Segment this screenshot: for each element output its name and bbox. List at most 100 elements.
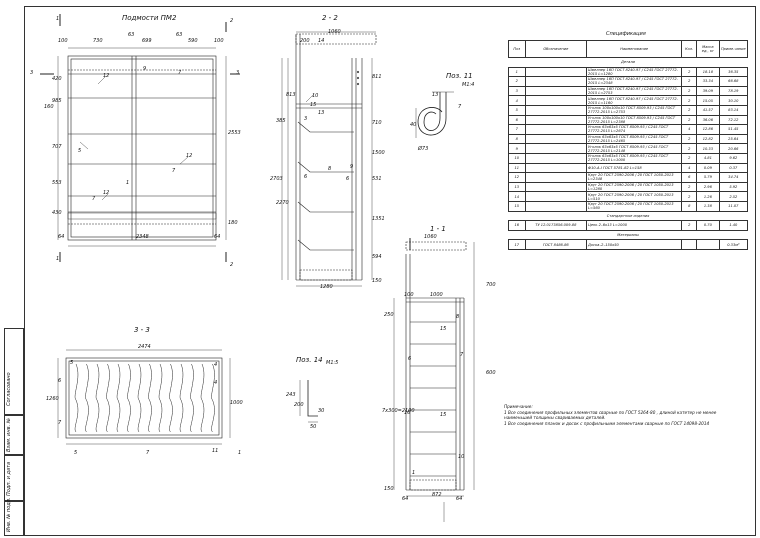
- spec-cell-note: 83.14: [718, 104, 749, 116]
- spec-section-row: Детали: [508, 57, 748, 68]
- main-dim-side: 160: [44, 104, 54, 110]
- spec-profile-type: Круг: [588, 202, 599, 207]
- s33-callout-7a: 7: [58, 420, 62, 426]
- spec-cell-designation: [524, 85, 588, 97]
- main-dim-top-5: 590: [188, 38, 198, 44]
- spec-item-name: 16П ГОСТ 8240-97 / С245 ГОСТ 27772-2015 …: [588, 96, 678, 105]
- spec-cell-mass: 36.06: [696, 114, 720, 126]
- s22-dim-left-1: 2270: [276, 200, 289, 206]
- main-callout-7a: 7: [178, 70, 182, 76]
- s33-callout-4b: 4: [214, 380, 218, 386]
- s11-dim-right-0: 700: [486, 282, 496, 288]
- main-dim-top-1: 730: [93, 38, 103, 44]
- spec-section-label: Стандартные изделия: [508, 210, 748, 222]
- main-dim-top-3: 699: [142, 38, 152, 44]
- spec-profile-type: Уголок: [588, 115, 603, 120]
- s22-dim-right-4: 1351: [372, 216, 385, 222]
- s33-rib: [169, 363, 173, 433]
- poz11-title: Поз. 11: [446, 72, 473, 80]
- spec-cell-name: Круг 20 ГОСТ 2590-2006 / 20 ГОСТ 1050-20…: [586, 181, 683, 193]
- spec-col-qty: Кол.: [681, 40, 698, 58]
- spec-cell-mass: 41.57: [696, 104, 720, 116]
- spec-item-name: 16П ГОСТ 8240-97 / С245 ГОСТ 27772-2015 …: [588, 67, 678, 76]
- spec-item-name: 20 ГОСТ 2590-2006 / 20 ГОСТ 1050-2013 L=…: [588, 173, 674, 182]
- s22-callout-6b: 6: [346, 176, 350, 182]
- spec-cell-mass: 12.82: [696, 133, 720, 145]
- spec-cell-name: Швеллер 16П ГОСТ 8240-97 / С245 ГОСТ 277…: [586, 76, 683, 87]
- s33-rib: [200, 363, 205, 433]
- approval-label: Согласовано: [6, 372, 12, 406]
- main-callout-12b: 12: [186, 153, 193, 159]
- spec-cell-mass: 18.18: [696, 66, 720, 78]
- spec-cell-name: Уголок 100х100х10 ГОСТ 8509-93 / С245 ГО…: [586, 114, 683, 126]
- spec-item-name: 100х100х10 ГОСТ 8509-93 / С245 ГОСТ 2777…: [588, 106, 676, 115]
- main-callout-12a: 12: [103, 73, 110, 79]
- s11-dim-left-0: 250: [384, 312, 394, 318]
- s22-title: 2 - 2: [322, 14, 338, 22]
- s11-callout-16: 16: [404, 410, 411, 416]
- spec-cell-designation: [524, 162, 588, 174]
- spec-section-row: Материалы: [508, 229, 748, 241]
- spec-profile-type: Швеллер: [588, 87, 607, 92]
- s11-drawing: [393, 238, 475, 522]
- spec-profile-type: Уголок: [588, 135, 603, 140]
- spec-cell-pos: 6: [508, 114, 526, 126]
- s11-dim-left-3: 150: [384, 486, 394, 492]
- main-dim-bottom-1: 2348: [136, 234, 149, 240]
- replace-inv-label: Взам. инв. №: [6, 418, 12, 452]
- spec-item-name: 100х100х10 ГОСТ 8509-93 / С245 ГОСТ 2777…: [588, 115, 676, 124]
- spec-cell-designation: ГОСТ 8486-86: [524, 239, 588, 250]
- spec-item-name: 63х63х5 ГОСТ 8509-93 / С245 ГОСТ 27772-2…: [588, 144, 669, 153]
- s22-callout-3: 3: [304, 116, 308, 122]
- spec-table: Поз Обозначение Наименование Кол. Масса …: [508, 40, 749, 250]
- spec-cell-name: Швеллер 16П ГОСТ 8240-97 / С245 ГОСТ 277…: [586, 85, 683, 97]
- main-dim-left-4: 430: [52, 210, 62, 216]
- s22-callout-6a: 6: [304, 174, 308, 180]
- s22-dim-left-0: 2703: [270, 176, 283, 182]
- spec-cell-qty: 2: [681, 133, 698, 145]
- spec-cell-mass: [696, 239, 720, 250]
- spec-item-name: 20 ГОСТ 2590-2006 / 20 ГОСТ 1050-2013 L=…: [588, 202, 674, 211]
- spec-cell-qty: [681, 239, 698, 250]
- spec-cell-name: Круг 20 ГОСТ 2590-2006 / 20 ГОСТ 1050-20…: [586, 172, 683, 183]
- spec-item-name: Доска–2–150х50: [588, 242, 619, 247]
- s33-dim-left: 1260: [46, 396, 59, 402]
- s33-callout-4a: 4: [214, 362, 218, 368]
- s22-callout-10: 10: [312, 93, 319, 99]
- spec-cell-pos: 8: [508, 133, 526, 145]
- spec-cell-qty: 4: [681, 124, 698, 135]
- spec-cell-name: Уголок 63х63х5 ГОСТ 8509-93 / С245 ГОСТ …: [586, 152, 683, 164]
- spec-profile-type: Швеллер: [588, 77, 607, 82]
- main-mark-1-top: 1: [56, 16, 60, 22]
- s33-rib: [179, 363, 184, 433]
- spec-cell-name: Уголок 63х63х5 ГОСТ 8509-93 / С245 ГОСТ …: [586, 133, 683, 145]
- main-mark-3-right: 3: [236, 70, 240, 76]
- s11-callout-10: 10: [458, 454, 465, 460]
- note-line-2: наименьшей толщины свариваемых деталей.: [504, 415, 606, 420]
- s22-dim-top-0: 1060: [328, 29, 341, 35]
- s11-dim-top-0: 1060: [424, 234, 437, 240]
- spec-cell-designation: [524, 66, 588, 78]
- spec-cell-mass: 2.96: [696, 181, 720, 193]
- spec-cell-designation: [524, 172, 588, 183]
- spec-cell-designation: [524, 143, 588, 154]
- spec-cell-mass: 0.09: [696, 162, 720, 174]
- s33-rib: [116, 363, 121, 433]
- s33-rib: [74, 363, 79, 433]
- spec-profile-type: Швеллер: [588, 96, 607, 101]
- spec-cell-designation: [524, 152, 588, 164]
- main-dim-left-2: 707: [52, 144, 62, 150]
- spec-cell-note: 34.74: [718, 172, 749, 183]
- spec-section-row: Стандартные изделия: [508, 210, 748, 222]
- main-mark-2-bottom: 2: [230, 262, 234, 268]
- poz14-title: Поз. 14: [296, 356, 323, 364]
- spec-cell-qty: 2: [681, 181, 698, 193]
- spec-cell-designation: [524, 191, 588, 202]
- s33-rib: [95, 363, 100, 433]
